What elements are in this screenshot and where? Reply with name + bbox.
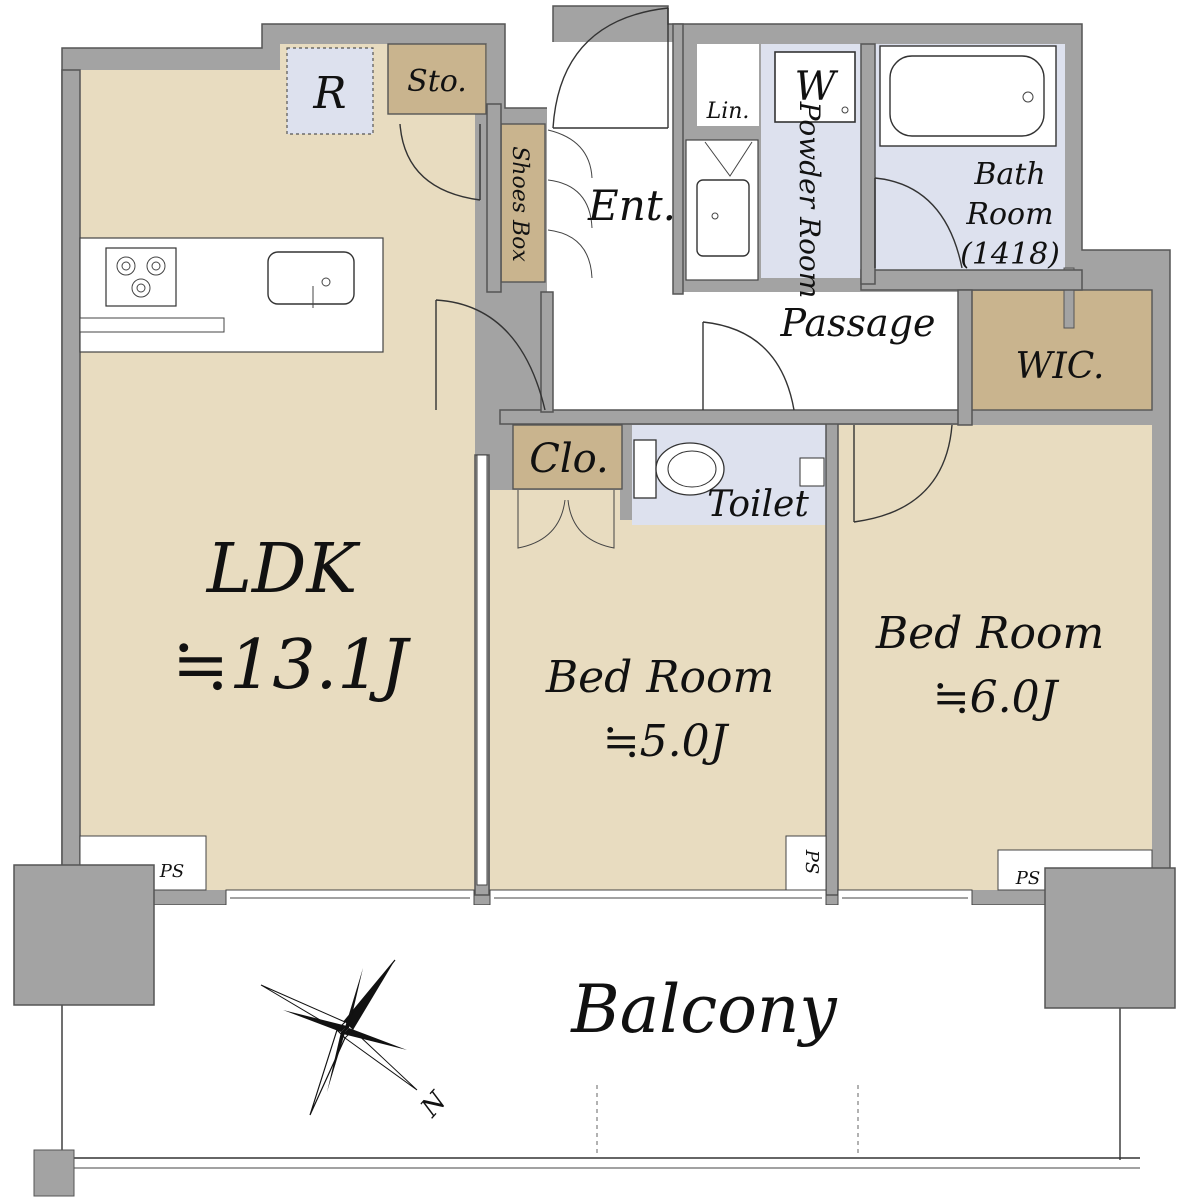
washbasin-icon: [685, 139, 759, 281]
wall-passage-left: [540, 291, 554, 413]
bathtub-icon: [879, 45, 1057, 147]
bed2-door-icon: [853, 424, 953, 523]
wall-ldk-left-inner: [61, 69, 81, 906]
bath-label-2: Room: [965, 197, 1053, 232]
closet-block: [512, 424, 623, 490]
refrigerator-label: R: [312, 68, 346, 119]
shoes-box-block: [500, 123, 546, 283]
balcony-floor: [62, 905, 1142, 1160]
bed2-name: Bed Room: [875, 608, 1104, 659]
ldk-door-icon: [435, 299, 546, 411]
windows: [225, 889, 973, 907]
wall-wic-left: [957, 289, 973, 426]
ldk-floor: [80, 70, 475, 890]
entrance-floor: [547, 42, 673, 292]
wic-block: [970, 289, 1153, 411]
powder-room-label: Powder Room: [793, 101, 826, 299]
wall-powder-bath: [860, 43, 876, 285]
bath-label-3: (1418): [960, 237, 1060, 272]
entrance-label: Ent.: [587, 181, 676, 230]
stove-icon: [105, 247, 177, 307]
ps-label-2: PS: [801, 849, 822, 874]
bath-label-1: Bath: [973, 157, 1045, 192]
wall-ent-right: [672, 23, 684, 295]
wall-bath-bottom: [860, 269, 1083, 291]
toilet-door-icon: [702, 321, 795, 411]
wall-ent-left: [486, 103, 502, 293]
wall-passage-bottom: [499, 409, 971, 425]
wic-wall-stub: [1063, 267, 1075, 329]
sliding-partition: [476, 454, 488, 886]
bath-door-icon: [874, 177, 963, 269]
linen-door-icon: [704, 141, 753, 177]
storage-label: Sto.: [407, 64, 467, 99]
wic-label: WIC.: [1016, 346, 1105, 387]
drain-box: [33, 1149, 75, 1197]
toilet-label: Toilet: [707, 484, 809, 525]
bed2-floor: [838, 425, 1152, 890]
column-right: [1044, 867, 1176, 1009]
ps-label-1: PS: [159, 861, 184, 882]
bed1-floor: [490, 520, 826, 890]
counter-edge: [79, 317, 225, 333]
kitchen-sink-icon: [267, 251, 355, 308]
closet-doors-icon: [517, 490, 615, 549]
column-left: [13, 864, 155, 1006]
linen-floor: [697, 44, 759, 126]
linen-label: Lin.: [706, 99, 750, 124]
balcony-label: Balcony: [570, 971, 837, 1048]
passage-label: Passage: [780, 301, 936, 345]
bed1-size: ≒5.0J: [603, 716, 730, 767]
washer-label: W: [794, 64, 838, 110]
shoes-box-label: Shoes Box: [507, 146, 532, 262]
refrigerator-space: [286, 47, 374, 135]
bed1-floor-top: [490, 490, 620, 530]
washer-icon: [774, 51, 856, 123]
storage-door-icon: [399, 123, 481, 201]
passage-floor: [553, 292, 958, 410]
ps-shaft-2: [785, 835, 827, 891]
shoes-box-doors-icon: [547, 129, 593, 279]
compass-icon: [260, 959, 418, 1116]
bed1-name: Bed Room: [545, 652, 774, 703]
ldk-name: LDK: [205, 530, 362, 609]
ldk-size: ≒13.1J: [172, 626, 411, 705]
entry-door-icon: [552, 7, 669, 129]
closet-label: Clo.: [529, 436, 609, 482]
storage-block: [387, 43, 487, 115]
bed2-size: ≒6.0J: [933, 672, 1060, 723]
toilet-icon: [633, 439, 825, 499]
wall-bed-divider: [825, 419, 839, 896]
ps-label-3: PS: [1015, 868, 1040, 889]
